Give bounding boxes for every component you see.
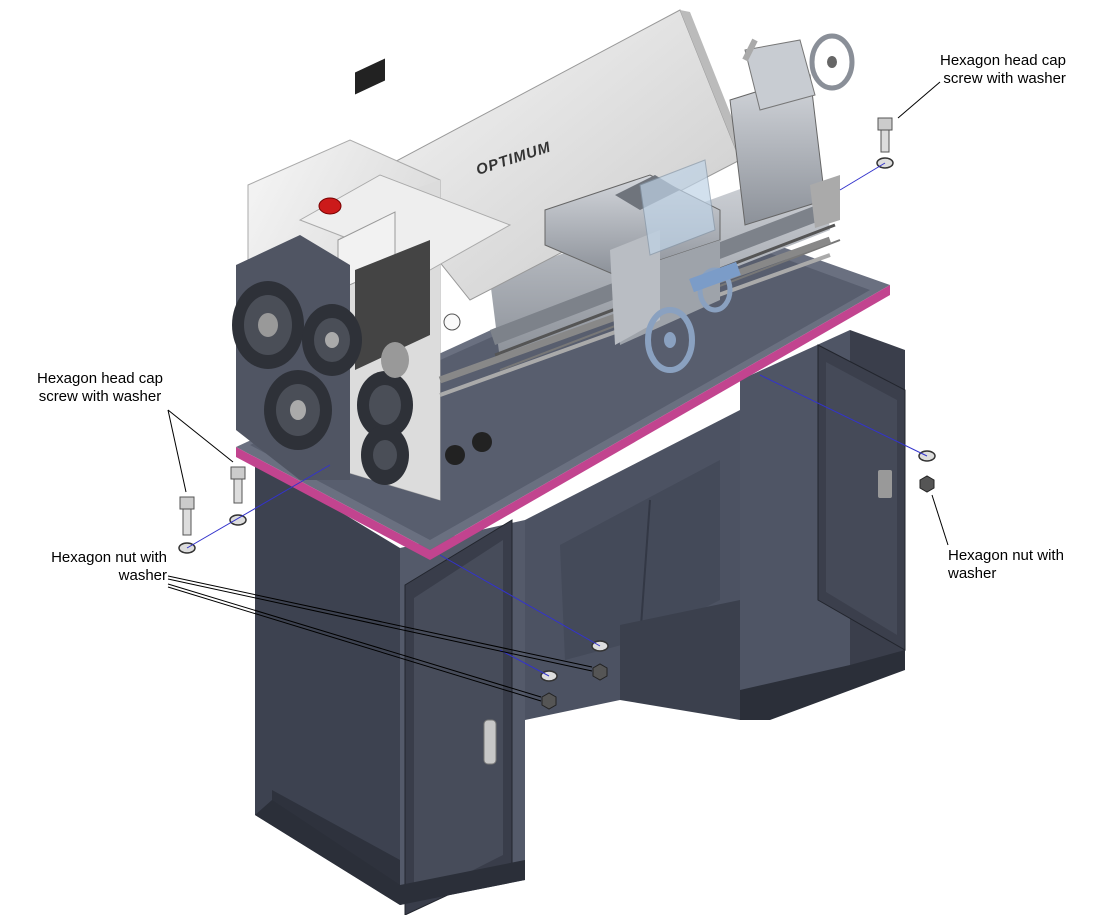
left-door-handle <box>483 719 497 765</box>
right-door-latch <box>878 470 892 498</box>
callout-right-line2: washer <box>948 565 997 582</box>
lathe: OPTIMUM <box>232 9 855 501</box>
left-pedestal-side <box>255 460 400 905</box>
right-nut-icon <box>918 450 936 493</box>
callout-bottom-left-line2: washer <box>118 567 167 584</box>
callout-left-screw: Hexagon head cap screw with washer <box>37 370 163 406</box>
callout-bottom-left-line1: Hexagon nut with <box>51 549 167 566</box>
callout-leaders <box>167 81 949 702</box>
headstock-window <box>355 240 430 370</box>
chip-tray-edge-left <box>236 447 430 560</box>
callout-right-line1: Hexagon nut with <box>948 547 1064 564</box>
left-screw-icon-2 <box>178 496 196 554</box>
left-screw-icon-1 <box>229 466 247 526</box>
callout-left-line2: screw with washer <box>38 388 162 405</box>
callout-top-right-line2: screw with washer <box>943 70 1066 87</box>
chip-tray-edge-front <box>430 285 890 560</box>
callout-left-line1: Hexagon head cap <box>37 370 163 387</box>
callout-top-right-line1: Hexagon head cap <box>940 52 1066 69</box>
pulley-stack-icon <box>232 281 413 485</box>
apron <box>610 230 660 345</box>
top-right-screw-icon <box>876 117 894 169</box>
fasteners <box>178 117 936 710</box>
gear-lever-knob-icon <box>445 445 465 465</box>
emergency-stop-icon <box>318 197 342 215</box>
callout-bottom-left-nut: Hexagon nut with washer <box>39 549 167 585</box>
assembly-guide-lines <box>186 162 928 677</box>
callout-right-nut: Hexagon nut with washer <box>948 547 1064 583</box>
feed-lever <box>689 261 741 293</box>
switch-block <box>355 58 385 95</box>
gear-lever-knob-icon-2 <box>472 432 492 452</box>
tailstock-handwheel-icon <box>809 33 855 91</box>
carriage-handwheel-icon <box>645 307 695 373</box>
callout-top-right-screw: Hexagon head cap screw with washer <box>940 52 1066 88</box>
chuck-guard-window <box>639 159 716 256</box>
machine-stand <box>255 330 906 916</box>
tailstock-lever <box>742 38 758 62</box>
headstock-knob-icon <box>443 313 461 331</box>
